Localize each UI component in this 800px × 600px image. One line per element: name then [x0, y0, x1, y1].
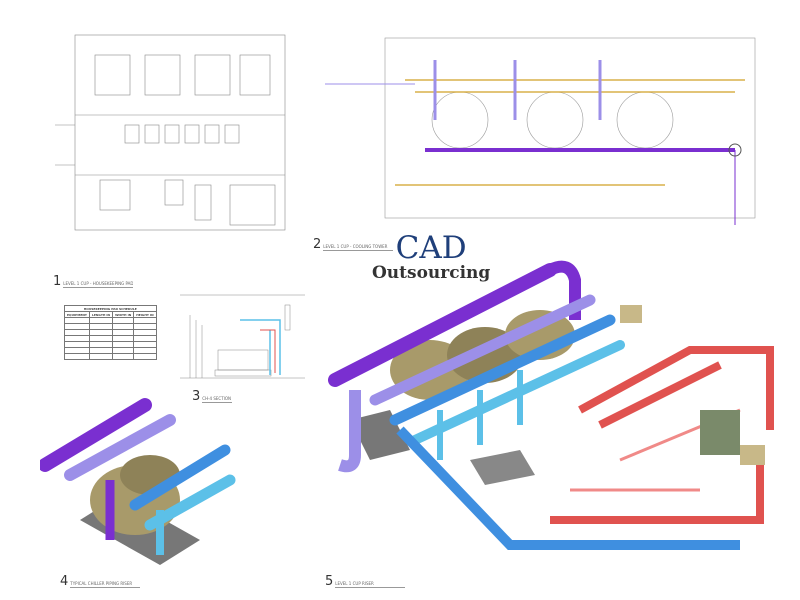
drawing-number: 2	[313, 237, 322, 252]
drawing-caption: LEVEL 1 CUP - COOLING TOWER	[323, 244, 394, 251]
brand-title: CAD	[395, 230, 467, 266]
drawing-number: 4	[60, 574, 69, 589]
drawing-number: 5	[325, 574, 334, 589]
chiller-piping-riser-3d	[40, 398, 236, 565]
drawing-number: 3	[192, 389, 201, 404]
drawing-4-caption: 4 TYPICAL CHILLER PIPING RISER	[60, 574, 141, 589]
drawing-2-caption: 2 LEVEL 1 CUP - COOLING TOWER	[313, 237, 394, 252]
housekeeping-pad-schedule: HOUSEKEEPING PAD SCHEDULE EQUIPMENT LENG…	[64, 305, 157, 360]
brand-subtitle: Outsourcing	[372, 263, 491, 283]
drawing-caption: LEVEL 1 CUP - HOUSEKEEPING PAD LOCATIONS	[63, 281, 134, 288]
drawing-number: 1	[53, 274, 62, 289]
drawing-caption: CH-4 SECTION	[202, 396, 233, 403]
drawing-caption: TYPICAL CHILLER PIPING RISER	[70, 581, 141, 588]
floor-plan-drawing	[55, 34, 286, 231]
cooling-tower-plan-drawing	[325, 37, 756, 225]
brand-logo: CAD Outsourcing	[372, 232, 490, 283]
level-1-cup-riser-3d	[328, 260, 774, 550]
drawing-3-caption: 3 CH-4 SECTION	[192, 389, 233, 404]
drawing-caption: LEVEL 1 CUP RISER	[335, 581, 406, 588]
section-drawing	[180, 294, 305, 379]
drawing-5-caption: 5 LEVEL 1 CUP RISER	[325, 574, 406, 589]
table-row	[64, 353, 157, 360]
drawing-1-caption: 1 LEVEL 1 CUP - HOUSEKEEPING PAD LOCATIO…	[53, 274, 134, 289]
